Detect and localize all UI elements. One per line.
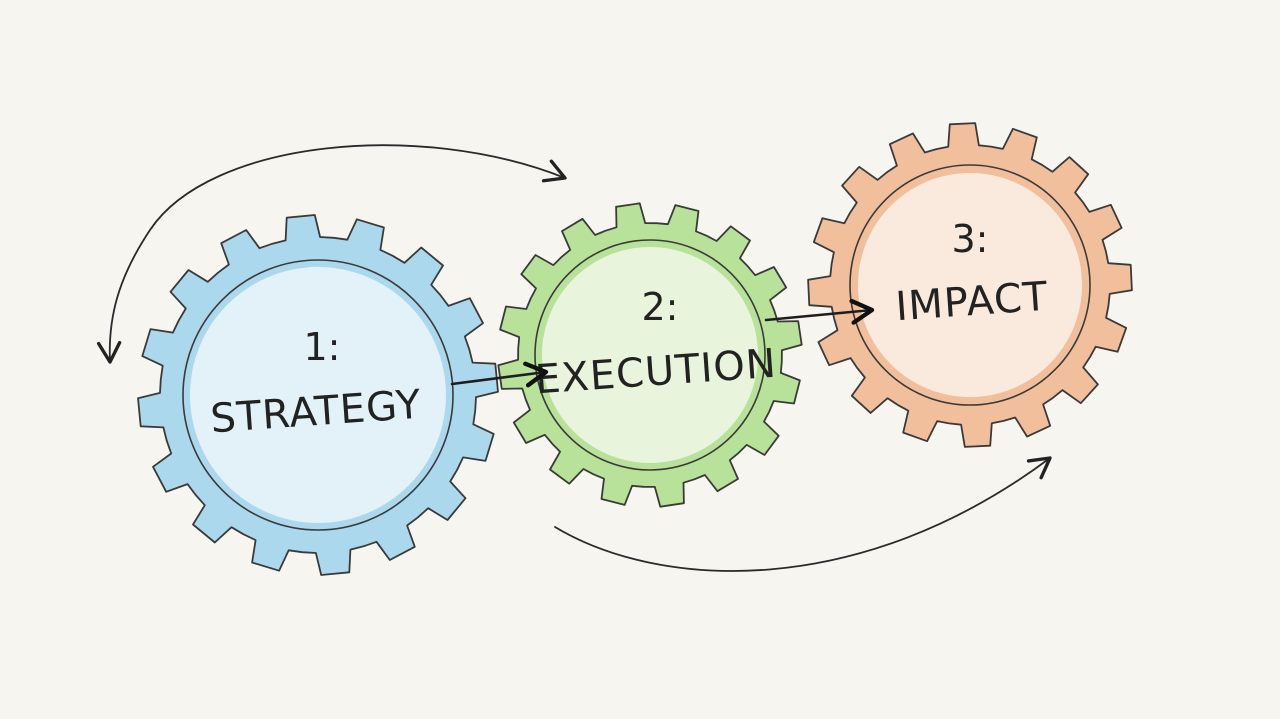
arrow-execution-to-impact (764, 298, 875, 325)
gear-strategy-number: 1: (304, 325, 341, 369)
gear-impact-name: IMPACT (894, 274, 1050, 331)
gear-impact: 3: IMPACT (807, 122, 1133, 448)
gear-execution-hub (542, 247, 758, 463)
gear-strategy: 1: STRATEGY (137, 214, 499, 576)
arrow-strategy-to-execution (450, 361, 549, 388)
arrow-top-cycle (96, 144, 567, 364)
gear-execution-number: 2: (642, 285, 679, 329)
gear-impact-number: 3: (952, 217, 989, 261)
gear-execution: 2: EXECUTION (497, 202, 803, 508)
gear-impact-ring (849, 164, 1091, 406)
gear-impact-hub (858, 173, 1082, 397)
gear-impact-outline (807, 122, 1133, 448)
arrow-bottom-cycle (554, 456, 1052, 572)
